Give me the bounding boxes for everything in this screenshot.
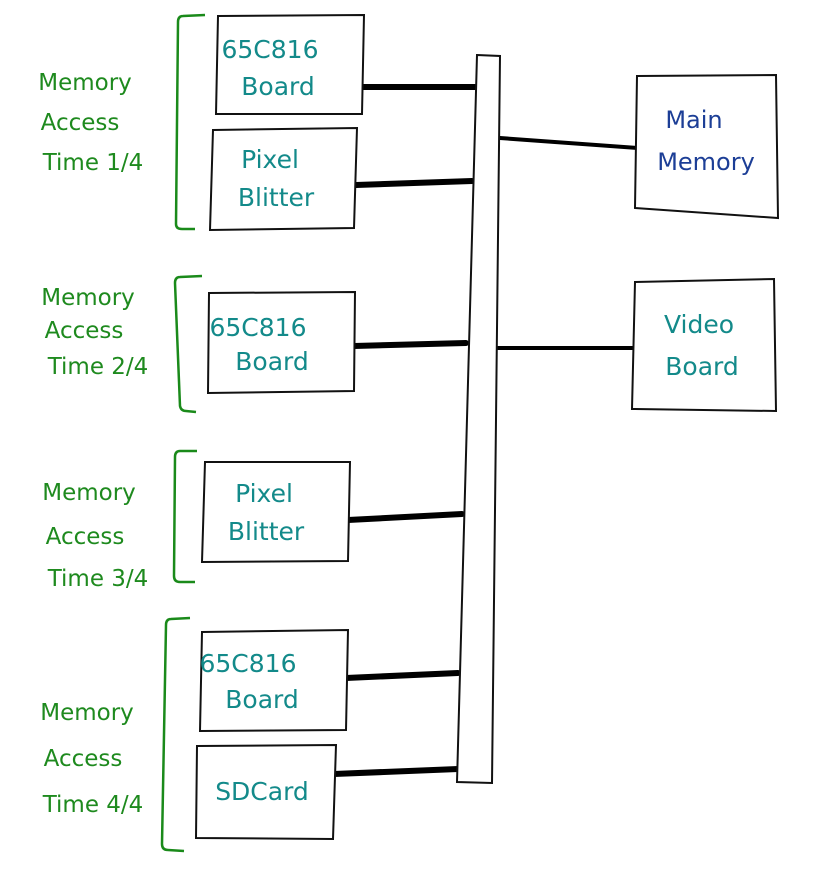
component-65c816-board-1: 65C816 Board [214,13,366,115]
group-label-time-2: Memory Access Time 2/4 [41,285,148,380]
svg-text:Access: Access [41,110,120,136]
video-board: Video Board [630,277,778,413]
component-pixel-blitter-1: Pixel Blitter [208,126,359,232]
wire-board-3 [343,670,461,681]
bracket-time-4 [160,616,191,853]
group-label-time-1: Memory Access Time 1/4 [38,70,143,176]
svg-text:SDCard: SDCard [215,777,309,806]
svg-text:Board: Board [241,72,314,101]
svg-text:Memory: Memory [657,148,755,176]
bracket-time-2 [173,274,203,414]
bracket-time-3 [172,449,197,584]
svg-text:Board: Board [225,685,298,714]
component-sdcard: SDCard [194,743,338,841]
svg-text:65C816: 65C816 [210,313,307,342]
svg-text:Memory: Memory [41,285,135,311]
svg-text:Memory: Memory [40,700,134,726]
svg-text:Time 4/4: Time 4/4 [42,792,144,818]
svg-text:Access: Access [44,746,123,772]
svg-text:Time 3/4: Time 3/4 [47,566,149,592]
svg-text:Time 1/4: Time 1/4 [42,150,144,176]
svg-text:Time 2/4: Time 2/4 [47,354,149,380]
svg-text:Access: Access [46,524,125,550]
wire-main-memory [498,136,639,150]
wire-blitter-1 [353,178,475,188]
wire-board-2 [351,340,469,349]
component-65c816-board-2: 65C816 Board [206,290,357,395]
system-bus [455,53,502,785]
svg-text:Access: Access [45,318,124,344]
svg-text:Memory: Memory [38,70,132,96]
wire-blitter-2 [345,511,465,523]
svg-text:Memory: Memory [42,480,136,506]
svg-text:Main: Main [665,106,722,134]
svg-text:Pixel: Pixel [241,145,299,174]
wire-sdcard [331,766,461,777]
svg-text:65C816: 65C816 [222,35,319,64]
group-label-time-4: Memory Access Time 4/4 [40,700,143,818]
svg-text:Video: Video [664,310,734,339]
svg-text:Blitter: Blitter [238,183,315,212]
svg-text:65C816: 65C816 [200,649,297,678]
svg-text:Blitter: Blitter [228,517,305,546]
group-label-time-3: Memory Access Time 3/4 [42,480,148,592]
bracket-time-1 [174,13,206,231]
svg-text:Board: Board [235,347,308,376]
component-65c816-board-3: 65C816 Board [198,628,350,733]
svg-text:Pixel: Pixel [235,479,293,508]
main-memory: Main Memory [633,73,780,220]
svg-text:Board: Board [665,352,738,381]
component-pixel-blitter-2: Pixel Blitter [200,461,352,564]
